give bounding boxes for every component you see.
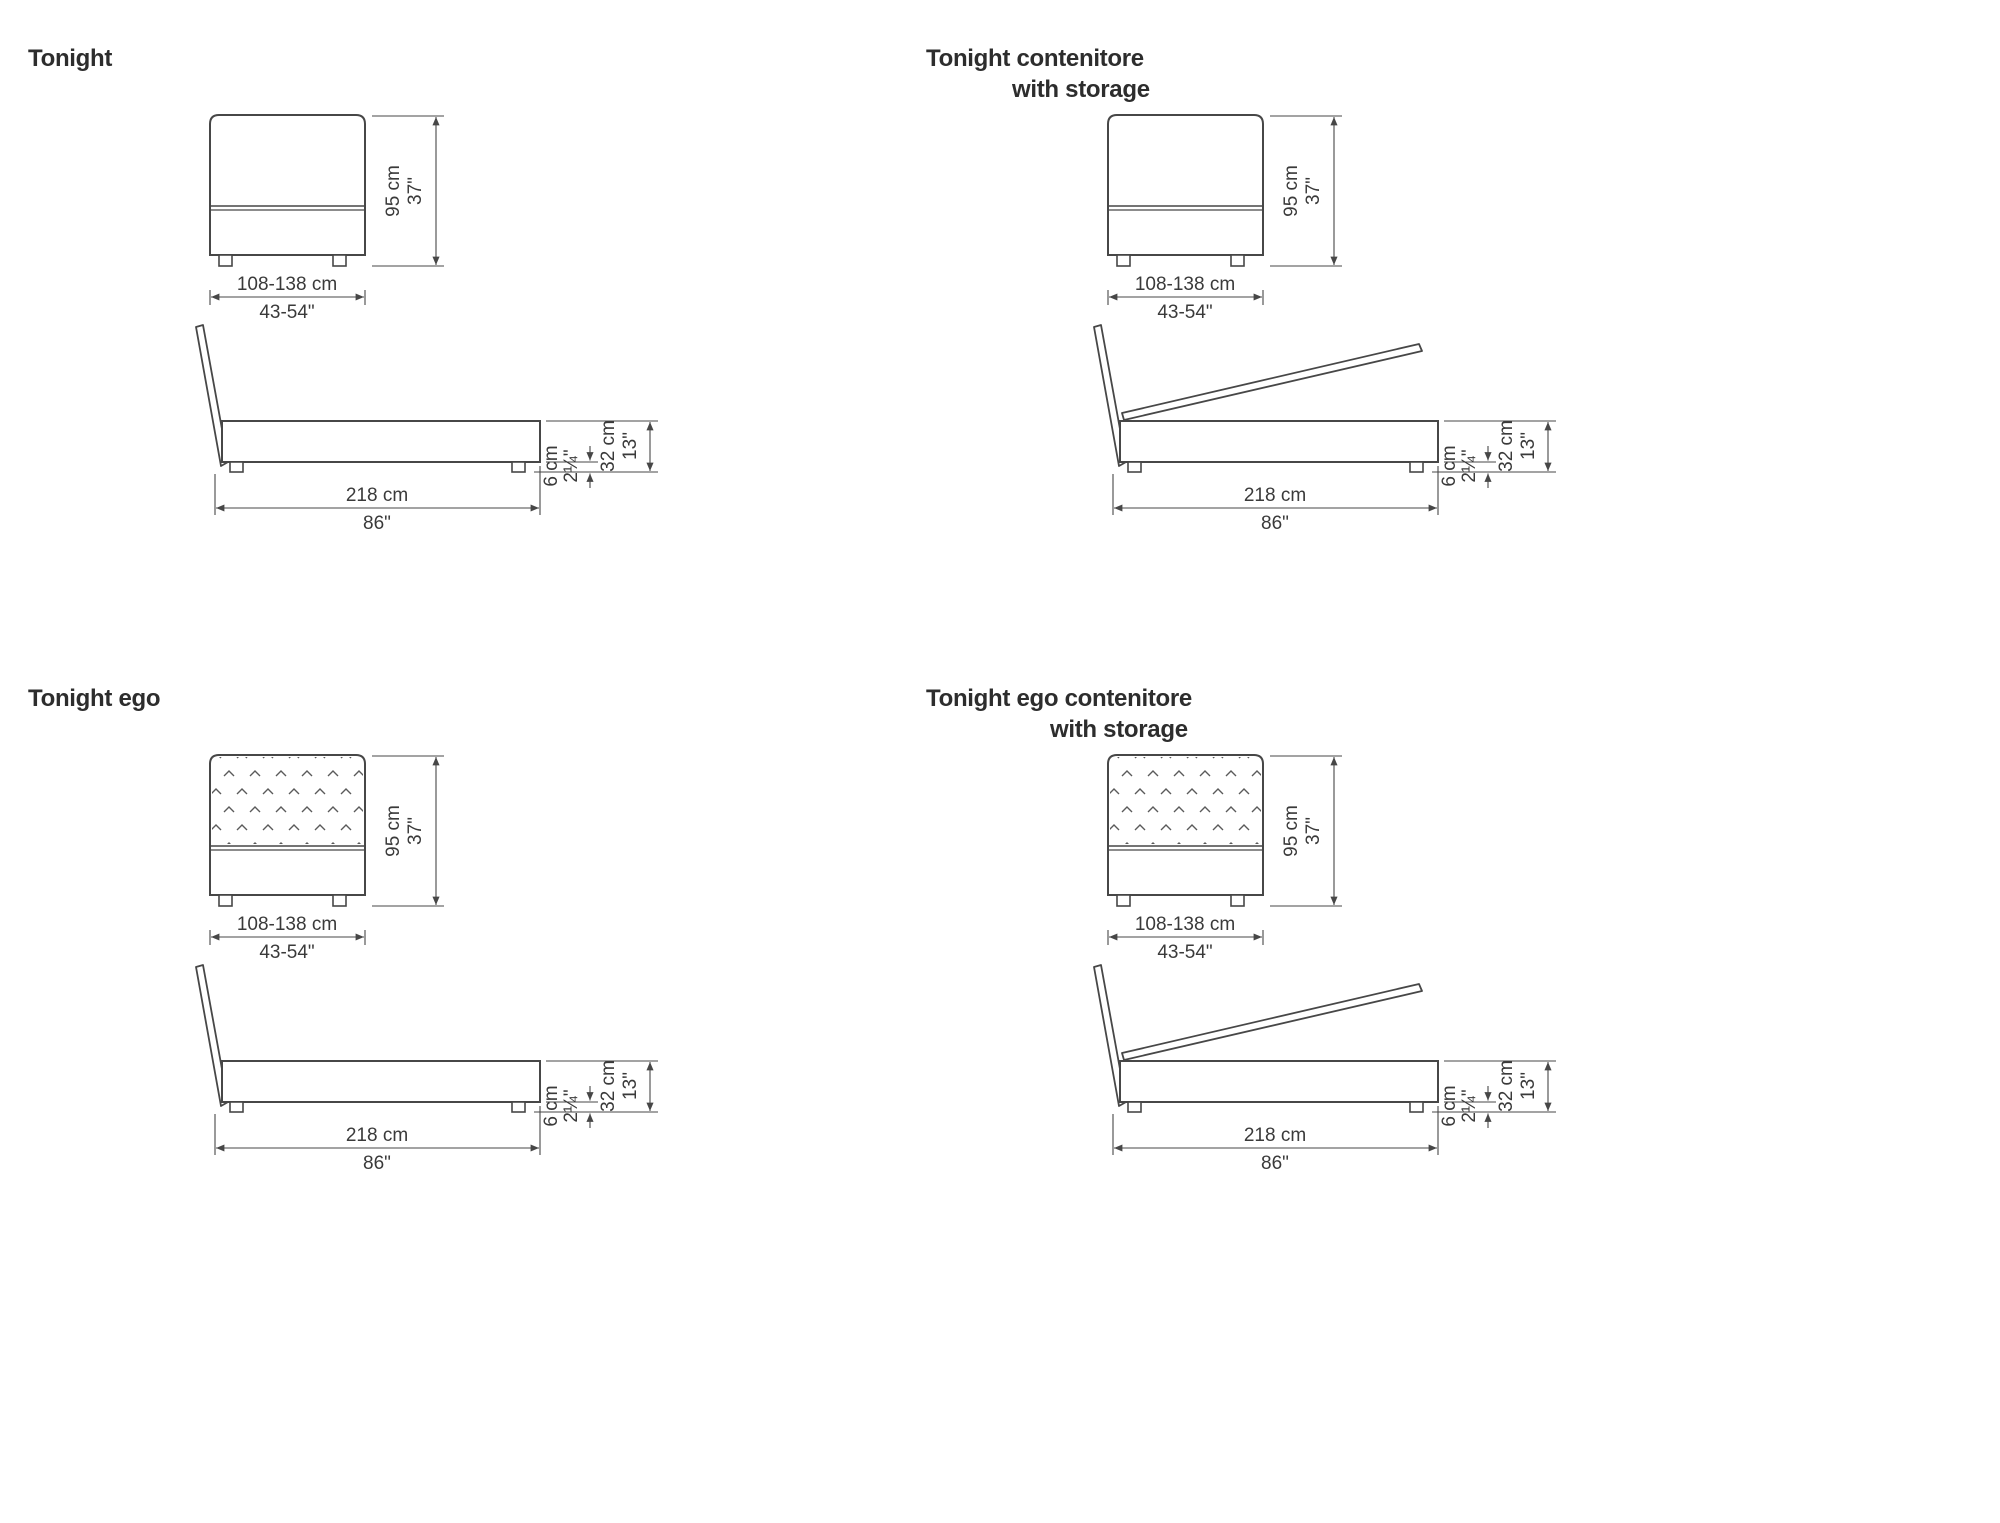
panel-tonight-ego-storage-title-line2: with storage	[1049, 716, 1188, 743]
panel-tonight-ego: Tonight ego	[28, 685, 658, 1174]
panel-tonight-storage-title-line2: with storage	[1011, 76, 1150, 103]
tonight-side-view	[196, 325, 658, 534]
panel-tonight-ego-storage-title-line1: Tonight ego contenitore	[926, 685, 1192, 712]
panel-tonight-storage: Tonight contenitore with storage	[926, 45, 1556, 534]
panel-tonight-storage-title-line1: Tonight contenitore	[926, 45, 1144, 72]
panel-tonight: Tonight	[28, 45, 658, 534]
tonight-ego-front-view	[210, 755, 444, 963]
tonight-ego-storage-side-view	[1094, 965, 1556, 1174]
tonight-storage-side-view	[1094, 325, 1556, 534]
tonight-ego-side-view	[196, 965, 658, 1174]
tonight-ego-storage-front-view	[1108, 755, 1342, 963]
panel-tonight-ego-title: Tonight ego	[28, 685, 160, 712]
panel-tonight-title: Tonight	[28, 45, 112, 72]
tonight-storage-front-view	[1108, 115, 1342, 323]
tonight-front-view	[210, 115, 444, 323]
panel-tonight-ego-storage: Tonight ego contenitore with storage	[926, 685, 1556, 1174]
